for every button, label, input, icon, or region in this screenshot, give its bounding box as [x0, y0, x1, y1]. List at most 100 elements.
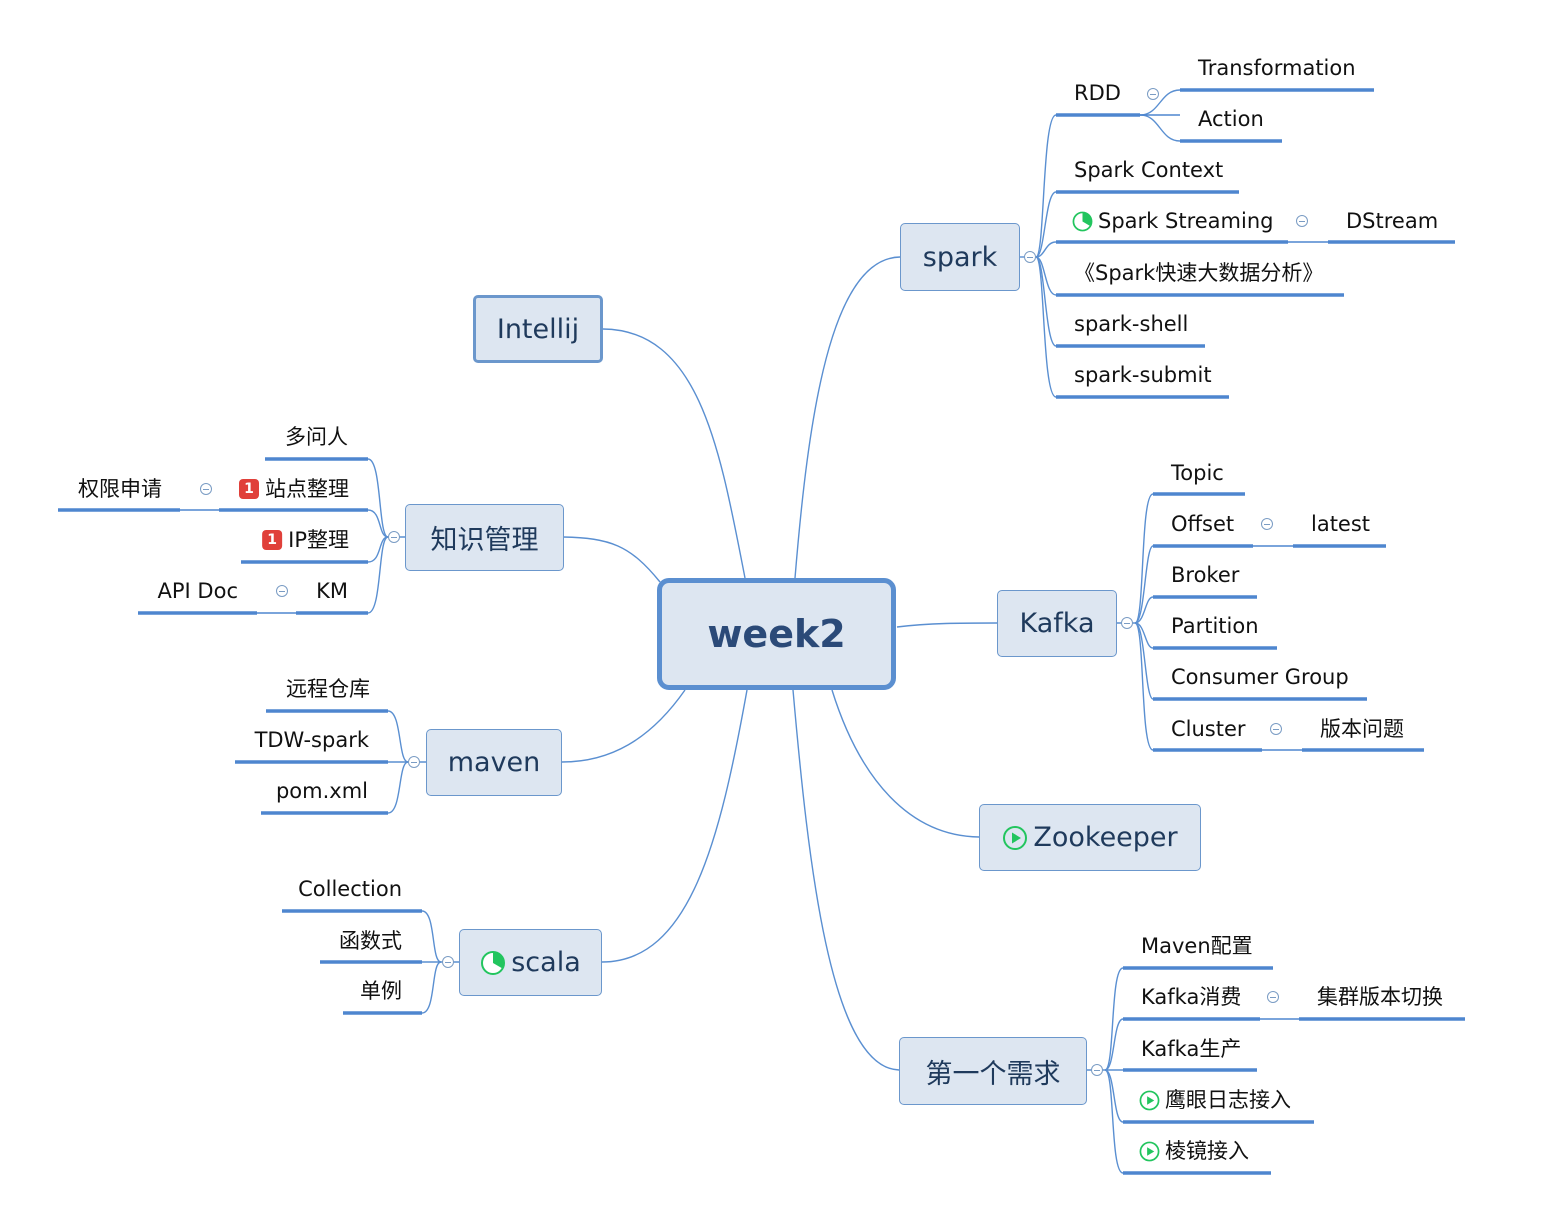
collapse-maven-icon[interactable]: [408, 756, 420, 768]
leaf-duowenren[interactable]: 多问人: [285, 422, 348, 452]
leaf-action[interactable]: Action: [1198, 104, 1264, 134]
collapse-spark-streaming-icon[interactable]: [1296, 215, 1308, 227]
leaf-quanxian[interactable]: 权限申请: [78, 474, 162, 504]
leaf-kafka-produce-label: Kafka生产: [1141, 1037, 1242, 1061]
leaf-spark-submit[interactable]: spark-submit: [1074, 360, 1212, 390]
leaf-partition[interactable]: Partition: [1171, 611, 1259, 641]
leaf-kafka-produce[interactable]: Kafka生产: [1141, 1034, 1241, 1064]
leaf-duowenren-label: 多问人: [285, 425, 348, 449]
leaf-cluster-label: Cluster: [1171, 717, 1246, 741]
collapse-cluster-icon[interactable]: [1270, 723, 1282, 735]
connector-maven: [561, 689, 686, 763]
leaf-singleton-label: 单例: [360, 979, 402, 1003]
topic-zookeeper[interactable]: Zookeeper: [979, 804, 1201, 871]
topic-intellij[interactable]: Intellij: [473, 295, 603, 363]
connector-scala: [601, 689, 748, 963]
leaf-kafka-consume[interactable]: Kafka消费: [1141, 982, 1241, 1012]
leaf-cluster[interactable]: Cluster: [1171, 714, 1246, 744]
pie-progress-icon: [1072, 211, 1093, 231]
collapse-knowledge-icon[interactable]: [388, 531, 400, 543]
topic-intellij-label: Intellij: [496, 313, 580, 345]
collapse-zhandian-icon[interactable]: [200, 483, 212, 495]
leaf-pom[interactable]: pom.xml: [276, 776, 368, 806]
leaf-maven-conf[interactable]: Maven配置: [1141, 931, 1253, 961]
collapse-kafka-icon[interactable]: [1121, 617, 1133, 629]
leaf-eagle[interactable]: 鹰眼日志接入: [1139, 1085, 1291, 1115]
leaf-broker[interactable]: Broker: [1171, 560, 1239, 590]
leaf-zhandian-label: 站点整理: [265, 477, 349, 501]
leaf-spark-streaming[interactable]: Spark Streaming: [1072, 206, 1273, 236]
leaf-prism-label: 棱镜接入: [1165, 1139, 1249, 1163]
topic-req-label: 第一个需求: [925, 1058, 1061, 1090]
leaf-eagle-label: 鹰眼日志接入: [1165, 1088, 1291, 1112]
leaf-consumer-group-label: Consumer Group: [1171, 665, 1349, 689]
collapse-kafka-consume-icon[interactable]: [1267, 991, 1279, 1003]
leaf-prism[interactable]: 棱镜接入: [1139, 1136, 1249, 1166]
connector-knowledge: [562, 536, 661, 583]
leaf-func[interactable]: 函数式: [339, 926, 402, 956]
leaf-spark-submit-label: spark-submit: [1074, 363, 1212, 387]
leaf-spark-shell-label: spark-shell: [1074, 312, 1189, 336]
collapse-spark-icon[interactable]: [1024, 251, 1036, 263]
leaf-partition-label: Partition: [1171, 614, 1259, 638]
leaf-book-label: 《Spark快速大数据分析》: [1074, 261, 1324, 285]
leaf-rdd[interactable]: RDD: [1074, 78, 1121, 108]
collapse-scala-icon[interactable]: [442, 956, 454, 968]
leaf-repo[interactable]: 远程仓库: [286, 674, 370, 704]
connector-zookeeper: [831, 689, 980, 838]
play-circle-icon: [1003, 825, 1028, 850]
leaf-transformation[interactable]: Transformation: [1198, 53, 1356, 83]
leaf-tdw-spark-label: TDW-spark: [254, 728, 369, 752]
leaf-transformation-label: Transformation: [1198, 56, 1356, 80]
pie-progress-icon: [481, 950, 506, 975]
topic-knowledge[interactable]: 知识管理: [405, 504, 564, 571]
connector-req: [792, 689, 900, 1071]
topic-scala[interactable]: scala: [459, 929, 602, 996]
leaf-kafka-consume-label: Kafka消费: [1141, 985, 1242, 1009]
leaf-consumer-group[interactable]: Consumer Group: [1171, 662, 1349, 692]
collapse-rdd-icon[interactable]: [1147, 88, 1159, 100]
leaf-func-label: 函数式: [339, 929, 402, 953]
leaf-offset[interactable]: Offset: [1171, 509, 1234, 539]
leaf-api-doc-label: API Doc: [157, 579, 238, 603]
leaf-cluster-switch[interactable]: 集群版本切换: [1317, 982, 1443, 1012]
topic-spark[interactable]: spark: [900, 223, 1020, 291]
leaf-ip[interactable]: 1 IP整理: [262, 525, 349, 555]
leaf-zhandian[interactable]: 1 站点整理: [239, 474, 349, 504]
leaf-broker-label: Broker: [1171, 563, 1240, 587]
topic-kafka-label: Kafka: [1019, 608, 1095, 639]
connector-intellij: [602, 328, 746, 579]
leaf-km[interactable]: KM: [316, 576, 348, 606]
collapse-req-icon[interactable]: [1091, 1064, 1103, 1076]
leaf-topic[interactable]: Topic: [1171, 458, 1224, 488]
leaf-tdw-spark[interactable]: TDW-spark: [255, 725, 369, 755]
topic-scala-label: scala: [511, 947, 581, 978]
leaf-dstream[interactable]: DStream: [1346, 206, 1438, 236]
leaf-version[interactable]: 版本问题: [1320, 714, 1404, 744]
connector-spark: [794, 256, 901, 579]
leaf-topic-label: Topic: [1171, 461, 1224, 485]
leaf-latest[interactable]: latest: [1311, 509, 1370, 539]
root-topic[interactable]: week2: [657, 578, 896, 690]
leaf-book[interactable]: 《Spark快速大数据分析》: [1074, 258, 1323, 288]
leaf-offset-label: Offset: [1171, 512, 1235, 536]
leaf-singleton[interactable]: 单例: [360, 976, 402, 1006]
priority-badge-icon: 1: [262, 530, 283, 550]
leaf-api-doc[interactable]: API Doc: [158, 576, 238, 606]
leaf-spark-shell[interactable]: spark-shell: [1074, 309, 1188, 339]
topic-first-requirement[interactable]: 第一个需求: [899, 1037, 1087, 1105]
topic-zookeeper-label: Zookeeper: [1033, 822, 1178, 853]
leaf-pom-label: pom.xml: [275, 779, 368, 803]
leaf-quanxian-label: 权限申请: [78, 477, 162, 501]
leaf-repo-label: 远程仓库: [286, 677, 370, 701]
priority-badge-icon: 1: [239, 479, 259, 499]
leaf-latest-label: latest: [1311, 512, 1371, 536]
collapse-offset-icon[interactable]: [1261, 518, 1273, 530]
topic-knowledge-label: 知识管理: [430, 525, 539, 556]
collapse-km-icon[interactable]: [276, 585, 288, 597]
leaf-dstream-label: DStream: [1346, 209, 1439, 233]
topic-maven[interactable]: maven: [426, 729, 562, 796]
leaf-spark-context[interactable]: Spark Context: [1074, 155, 1223, 185]
leaf-collection[interactable]: Collection: [298, 874, 402, 904]
topic-kafka[interactable]: Kafka: [997, 590, 1117, 657]
